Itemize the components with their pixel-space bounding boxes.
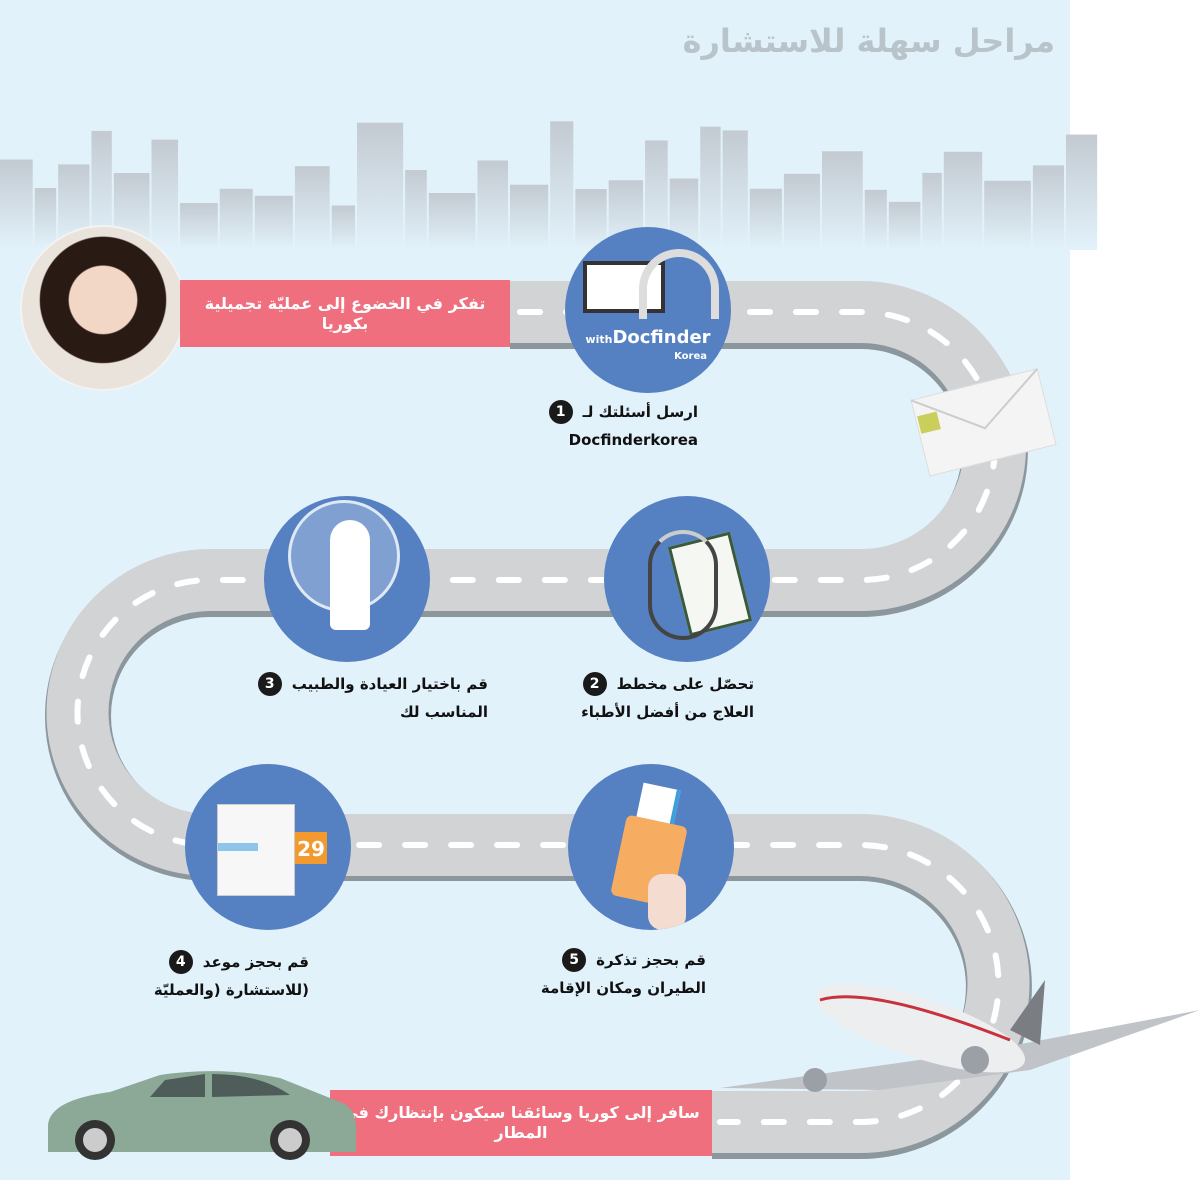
building xyxy=(821,151,863,250)
step-text-line1: تحصّل على مخطط xyxy=(616,675,754,693)
step-1-label: ارسل أسئلتك لـ 1 Docfinderkorea xyxy=(548,398,698,454)
step-text-line1: قم باختيار العيادة والطبيب xyxy=(291,675,488,693)
logo-sub: Korea xyxy=(674,351,707,362)
calendar-circle: 29 xyxy=(185,764,351,930)
building xyxy=(943,151,983,250)
doctor-magnifier-circle xyxy=(264,496,430,662)
building xyxy=(180,203,218,250)
building xyxy=(477,160,509,250)
step-5-label: قم بحجز تذكرة 5 الطيران ومكان الإقامة xyxy=(541,946,706,1002)
step-number: 1 xyxy=(548,400,573,424)
building xyxy=(428,192,476,250)
consultation-icon-circle: withDocfinder Korea xyxy=(565,227,731,393)
page-title: مراحل سهلة للاستشارة xyxy=(682,22,1055,60)
building xyxy=(864,189,887,250)
building xyxy=(34,188,57,250)
building xyxy=(722,130,748,250)
building xyxy=(550,121,574,250)
doctor-figure xyxy=(330,520,370,630)
building xyxy=(91,130,112,250)
docfinder-logo: withDocfinder Korea xyxy=(565,327,731,363)
step-number: 3 xyxy=(257,672,282,696)
step-2-label: تحصّل على مخطط 2 العلاج من أفضل الأطباء xyxy=(581,670,754,726)
building xyxy=(984,180,1031,250)
building xyxy=(151,139,179,250)
step-number: 4 xyxy=(168,950,193,974)
building xyxy=(356,122,404,250)
building xyxy=(749,188,782,250)
building xyxy=(405,170,427,250)
building xyxy=(510,184,549,250)
building xyxy=(1032,165,1065,250)
building xyxy=(294,166,330,250)
step-text-line2: (للاستشارة (والعمليّة xyxy=(153,981,309,999)
building xyxy=(645,140,668,250)
end-banner: سافر إلى كوريا وسائقنا سيكون بإنتظارك في… xyxy=(330,1090,712,1156)
step-number: 5 xyxy=(562,948,587,972)
step-text-line2: المناسب لك xyxy=(399,703,488,721)
building xyxy=(888,201,921,250)
step-4-label: قم بحجز موعد 4 (للاستشارة (والعمليّة xyxy=(154,948,309,1004)
hand-icon xyxy=(648,874,686,930)
step-text-line2: العلاج من أفضل الأطباء xyxy=(581,703,754,721)
logo-name: Docfinder xyxy=(612,327,711,348)
step-text-line1: قم بحجز موعد xyxy=(202,953,309,971)
stethoscope-icon xyxy=(648,530,718,640)
step-text-line1: ارسل أسئلتك لـ xyxy=(582,403,698,421)
calendar-icon xyxy=(217,804,295,896)
clipboard-stethoscope-circle xyxy=(604,496,770,662)
building xyxy=(700,126,721,250)
woman-portrait xyxy=(20,225,186,391)
calendar-date: 29 xyxy=(295,832,327,864)
passport-ticket-circle xyxy=(568,764,734,930)
headset-icon xyxy=(639,249,719,319)
building xyxy=(783,173,820,250)
step-3-label: قم باختيار العيادة والطبيب 3 المناسب لك xyxy=(257,670,488,726)
step-text-line2: الطيران ومكان الإقامة xyxy=(540,979,706,997)
start-banner: تفكر في الخضوع إلى عمليّة تجميلية بكوريا xyxy=(180,280,510,347)
building xyxy=(1066,134,1098,250)
building xyxy=(219,188,253,250)
building xyxy=(254,195,293,250)
step-text-line1: قم بحجز تذكرة xyxy=(596,951,706,969)
building xyxy=(0,159,33,250)
building xyxy=(922,172,942,250)
step-number: 2 xyxy=(582,672,607,696)
logo-with: with xyxy=(585,333,613,346)
step-text-line2: Docfinderkorea xyxy=(568,431,698,449)
building xyxy=(331,205,355,250)
